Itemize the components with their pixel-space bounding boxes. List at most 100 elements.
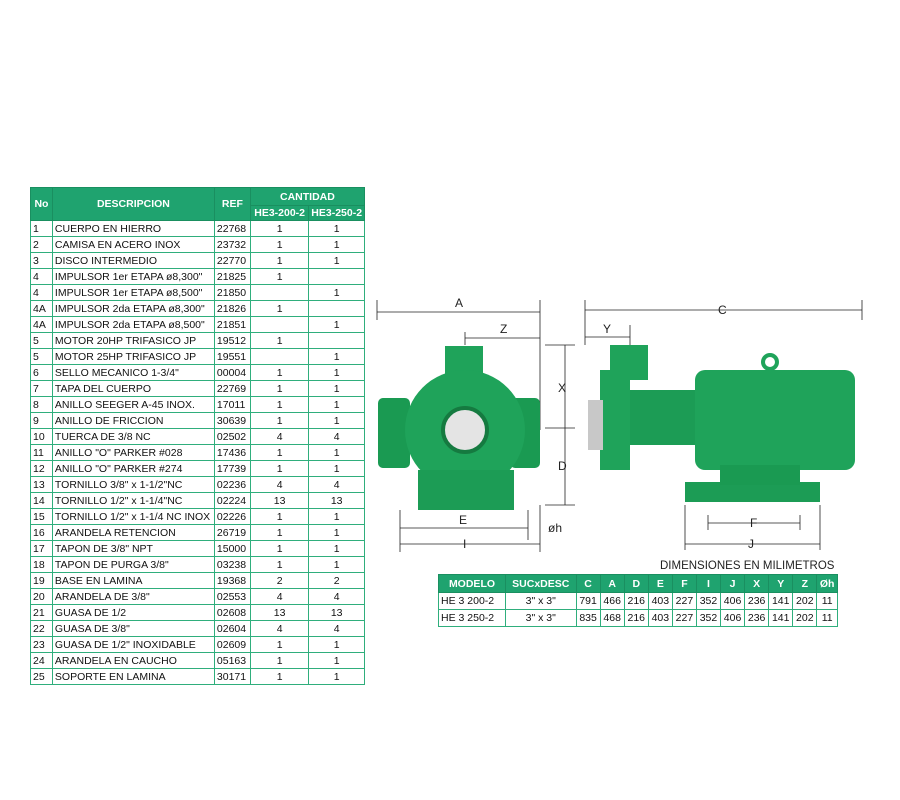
part-number: 4A — [30, 316, 53, 333]
dim-cell: 202 — [792, 609, 818, 627]
qty-model-1: 1 — [249, 668, 310, 685]
part-ref: 22769 — [213, 380, 251, 397]
part-number: 4 — [30, 268, 53, 285]
part-number: 18 — [30, 556, 53, 573]
dim-cell: 3" x 3" — [504, 609, 577, 627]
part-ref: 02502 — [213, 428, 251, 445]
part-ref: 15000 — [213, 540, 251, 557]
qty-model-1: 1 — [249, 556, 310, 573]
qty-model-1 — [249, 316, 310, 333]
dim-label-e: E — [459, 513, 467, 527]
qty-model-2: 1 — [308, 652, 365, 669]
part-description: CUERPO EN HIERRO — [51, 220, 215, 237]
part-number: 4 — [30, 284, 53, 301]
part-number: 8 — [30, 396, 53, 413]
dim-cell: 835 — [575, 609, 601, 627]
qty-model-2: 1 — [308, 540, 365, 557]
part-ref: 30639 — [213, 412, 251, 429]
part-number: 5 — [30, 348, 53, 365]
part-number: 22 — [30, 620, 53, 637]
part-number: 6 — [30, 364, 53, 381]
part-number: 14 — [30, 492, 53, 509]
qty-model-2: 1 — [308, 508, 365, 525]
dim-cell: HE 3 250-2 — [438, 609, 506, 627]
dim-label-d: D — [558, 459, 567, 473]
pump-side-view — [588, 345, 855, 502]
part-ref: 02226 — [213, 508, 251, 525]
qty-model-2: 1 — [308, 236, 365, 253]
part-description: DISCO INTERMEDIO — [51, 252, 215, 269]
qty-model-2: 13 — [308, 492, 365, 509]
dim-label-c: C — [718, 303, 727, 317]
parts-table: No DESCRIPCION REF CANTIDAD HE3-200-2 HE… — [30, 187, 366, 685]
part-number: 10 — [30, 428, 53, 445]
qty-model-2: 2 — [308, 572, 365, 589]
part-ref: 02236 — [213, 476, 251, 493]
part-description: TORNILLO 1/2" x 1-1/4"NC — [51, 492, 215, 509]
qty-model-2: 1 — [308, 316, 365, 333]
part-description: SELLO MECANICO 1-3/4" — [51, 364, 215, 381]
part-ref: 19512 — [213, 332, 251, 349]
dim-header: SUCxDESC — [504, 574, 577, 593]
part-ref: 19551 — [213, 348, 251, 365]
part-ref: 00004 — [213, 364, 251, 381]
part-description: IMPULSOR 1er ETAPA ø8,300" — [51, 268, 215, 285]
qty-model-1: 13 — [249, 604, 310, 621]
header-model-1: HE3-200-2 — [249, 205, 310, 221]
dim-cell: 352 — [695, 592, 722, 610]
dim-label-x: X — [558, 381, 566, 395]
dimension-lines — [376, 300, 863, 552]
qty-model-1: 1 — [249, 460, 310, 477]
part-number: 21 — [30, 604, 53, 621]
qty-model-2: 4 — [308, 588, 365, 605]
dim-header: Y — [768, 574, 794, 593]
dim-cell: 11 — [816, 592, 838, 610]
dim-header: F — [671, 574, 697, 593]
dim-cell: 352 — [695, 609, 722, 627]
part-description: TORNILLO 3/8" x 1-1/2"NC — [51, 476, 215, 493]
header-description: DESCRIPCION — [51, 187, 215, 221]
part-ref: 22768 — [213, 220, 251, 237]
part-description: ANILLO "O" PARKER #274 — [51, 460, 215, 477]
part-ref: 17739 — [213, 460, 251, 477]
part-description: TAPON DE PURGA 3/8" — [51, 556, 215, 573]
dim-cell: 466 — [599, 592, 625, 610]
dim-cell: 141 — [768, 592, 794, 610]
header-ref: REF — [213, 187, 251, 221]
qty-model-1: 1 — [249, 444, 310, 461]
dim-cell: 3" x 3" — [504, 592, 577, 610]
qty-model-2: 1 — [308, 460, 365, 477]
qty-model-2: 1 — [308, 396, 365, 413]
part-number: 15 — [30, 508, 53, 525]
dim-cell: 216 — [623, 592, 649, 610]
qty-model-1: 4 — [249, 476, 310, 493]
qty-model-2: 1 — [308, 444, 365, 461]
part-description: SOPORTE EN LAMINA — [51, 668, 215, 685]
qty-model-2: 1 — [308, 252, 365, 269]
part-ref: 19368 — [213, 572, 251, 589]
dim-cell: 227 — [671, 609, 697, 627]
dim-label-z: Z — [500, 322, 507, 336]
dim-cell: 202 — [792, 592, 818, 610]
qty-model-2 — [308, 300, 365, 317]
dim-cell: 227 — [671, 592, 697, 610]
part-description: BASE EN LAMINA — [51, 572, 215, 589]
part-description: CAMISA EN ACERO INOX — [51, 236, 215, 253]
